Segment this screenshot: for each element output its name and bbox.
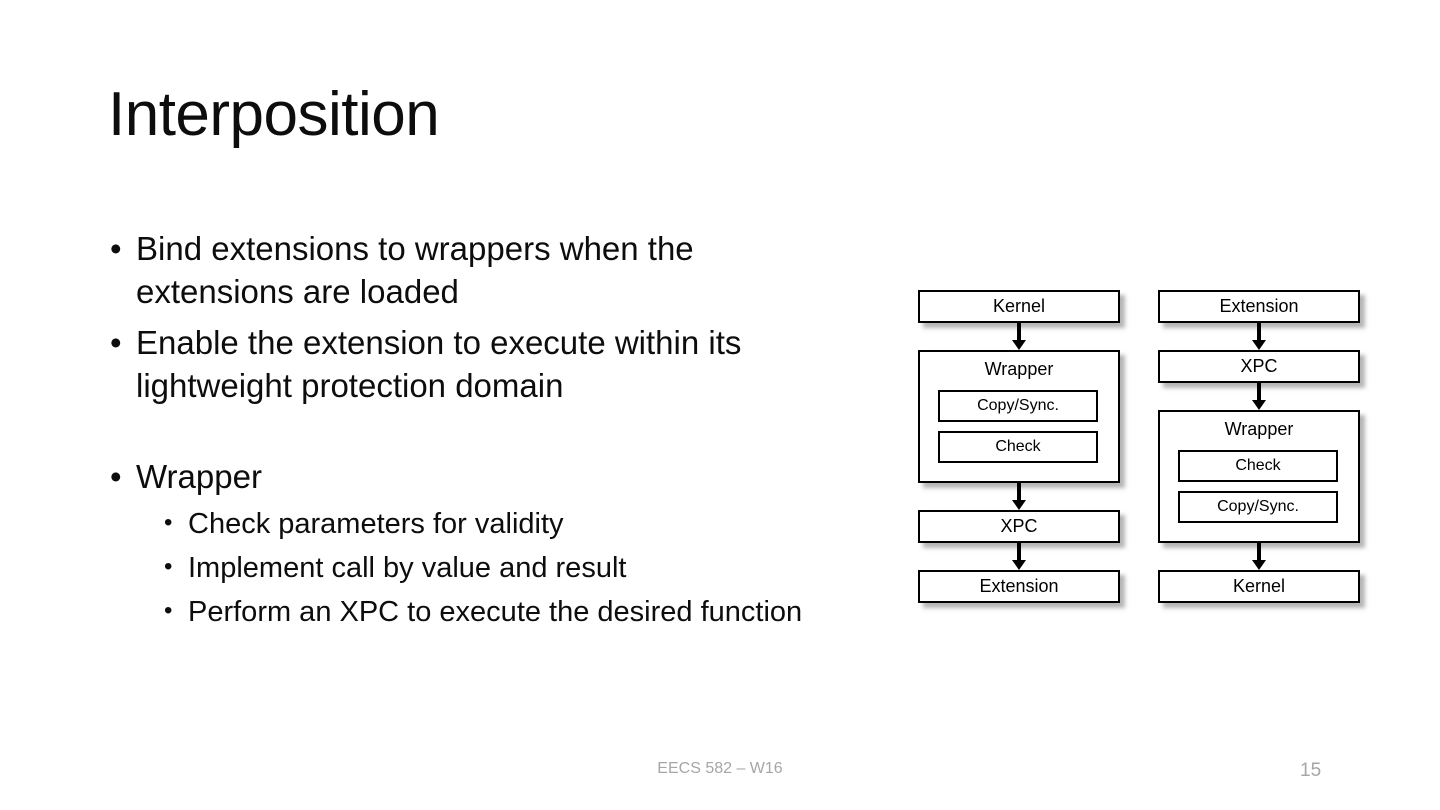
bullet-marker-icon: • [110,457,122,495]
list-item-label: Bind extensions to wrappers when the ext… [136,230,694,310]
diagram-inner-box-label: Check [1235,457,1281,474]
list-item-label: Enable the extension to execute within i… [136,323,742,404]
diagram-box-extension: Extension [918,570,1120,603]
arrow-down-icon [1252,383,1266,410]
diagram-inner-box-label: Copy/Sync. [977,397,1059,414]
list-item: • Bind extensions to wrappers when the e… [108,228,848,314]
diagram-inner-box-label: Copy/Sync. [1217,498,1299,515]
footer-course-label: EECS 582 – W16 [657,760,783,777]
diagram-box-extension: Extension [1158,290,1360,323]
arrow-down-icon [1012,543,1026,570]
list-item: • Wrapper [108,456,848,499]
diagram-box-xpc: XPC [918,510,1120,543]
sub-list-item-label: Implement call by value and result [188,552,627,585]
diagram-box-label: Kernel [992,296,1046,316]
diagram-box-wrapper: Wrapper Copy/Sync. Check [918,350,1120,483]
sub-list-item: • Check parameters for validity [158,506,848,544]
diagram-box-label: Extension [979,576,1059,596]
sub-list-item: • Implement call by value and result [158,550,848,588]
footer-page-number: 15 [1300,760,1322,781]
list-item-label: Wrapper [136,457,262,495]
list-item: • Enable the extension to execute within… [108,322,848,408]
spacer [108,416,848,456]
bullet-marker-icon: • [164,596,173,624]
diagram-box-label: Kernel [1232,576,1286,596]
diagram-inner-box-check: Check [938,431,1098,463]
bullet-marker-icon: • [110,323,122,361]
diagram-inner-box-copy-sync: Copy/Sync. [938,390,1098,422]
diagram-box-xpc: XPC [1158,350,1360,383]
diagram-inner-box-copy-sync: Copy/Sync. [1178,491,1338,523]
sub-list-item-label: Check parameters for validity [188,508,564,541]
page-title: Interposition [108,80,440,149]
diagram-box-kernel: Kernel [918,290,1120,323]
sub-list-item: • Perform an XPC to execute the desired … [158,594,848,632]
arrow-down-icon [1012,483,1026,510]
diagram-inner-box-check: Check [1178,450,1338,482]
bullet-marker-icon: • [164,553,173,581]
diagram-box-label: Wrapper [984,359,1054,379]
diagram-box-kernel: Kernel [1158,570,1360,603]
bullet-marker-icon: • [164,509,173,537]
sub-list-item-label: Perform an XPC to execute the desired fu… [188,595,803,628]
interposition-diagram: Kernel Wrapper Copy/Sync. Check XPC Exte… [905,275,1385,620]
diagram-box-label: Wrapper [1224,419,1294,439]
diagram-box-label: Extension [1219,296,1299,316]
bullet-list: • Bind extensions to wrappers when the e… [108,228,848,638]
diagram-box-label: XPC [1000,516,1038,536]
diagram-box-label: XPC [1240,356,1278,376]
diagram-inner-box-label: Check [995,438,1041,455]
arrow-down-icon [1012,323,1026,350]
arrow-down-icon [1252,543,1266,570]
arrow-down-icon [1252,323,1266,350]
bullet-marker-icon: • [110,230,122,267]
diagram-box-wrapper: Wrapper Check Copy/Sync. [1158,410,1360,543]
